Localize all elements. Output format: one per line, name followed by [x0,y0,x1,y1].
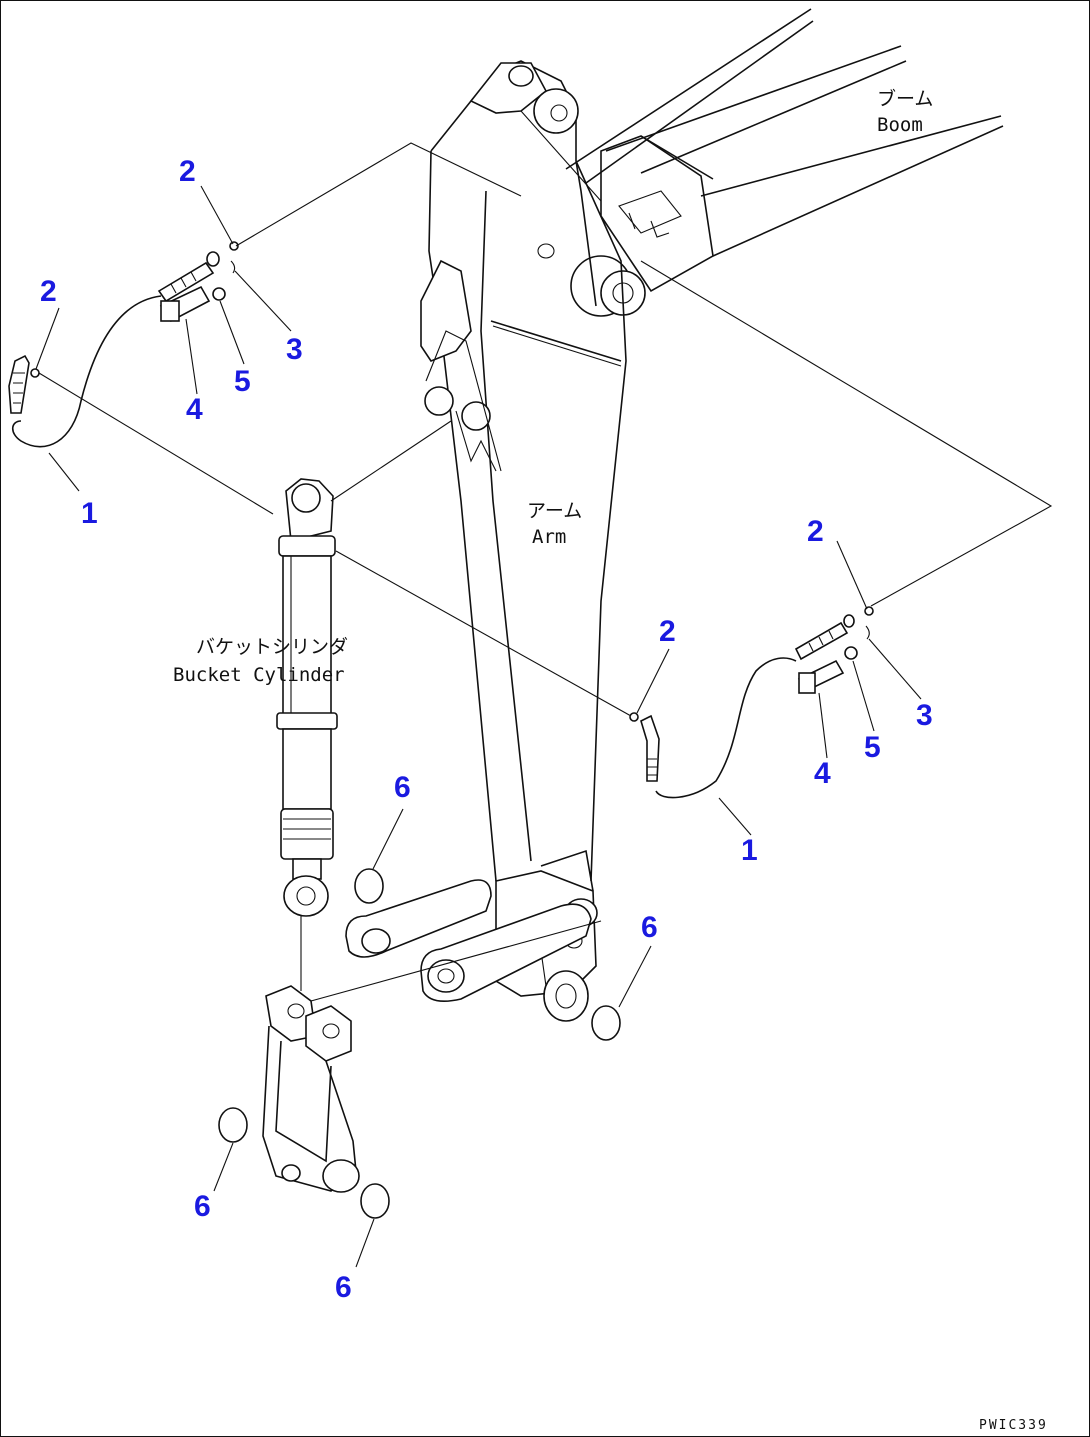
drawing-code: PWIC339 [979,1418,1048,1433]
callout-4-top: 4 [186,393,203,426]
callout-2-top: 2 [179,155,196,188]
callout-2-right-top: 2 [807,515,824,548]
links [345,879,592,1002]
left-hose-assembly [8,142,1053,1002]
boom [565,8,1004,317]
cylinder-label-en: Bucket Cylinder [173,664,345,686]
cylinder-label-jp: バケットシリンダ [196,636,348,658]
callout-6-bottom: 6 [335,1271,352,1304]
callout-4-right: 4 [814,757,831,790]
bucket-cylinder [276,478,338,991]
arm-label-jp: アーム [527,500,582,522]
callout-6-right: 6 [641,911,658,944]
callout-leaders [35,185,922,1268]
plugs-item-6 [218,868,621,1219]
callout-numbers: 2 2 3 4 5 1 2 2 3 4 5 1 6 6 6 6 [40,155,933,1304]
callout-3-right: 3 [916,699,933,732]
callout-6-lower-left: 6 [194,1190,211,1223]
right-hose-assembly [629,606,874,799]
boom-label-en: Boom [877,114,923,136]
callout-5-right: 5 [864,731,881,764]
callout-5-top: 5 [234,365,251,398]
component-labels: ブーム Boom アーム Arm バケットシリンダ Bucket Cylinde… [173,87,933,686]
callout-6-upper: 6 [394,771,411,804]
callout-1-right: 1 [741,834,758,867]
callout-2-left: 2 [40,275,57,308]
bucket-link [262,985,360,1193]
arm-label-en: Arm [532,526,566,548]
boom-label-jp: ブーム [877,87,933,110]
callout-1-left: 1 [81,497,98,530]
arm [420,60,627,1022]
callout-3-top: 3 [286,333,303,366]
callout-2-mid: 2 [659,615,676,648]
